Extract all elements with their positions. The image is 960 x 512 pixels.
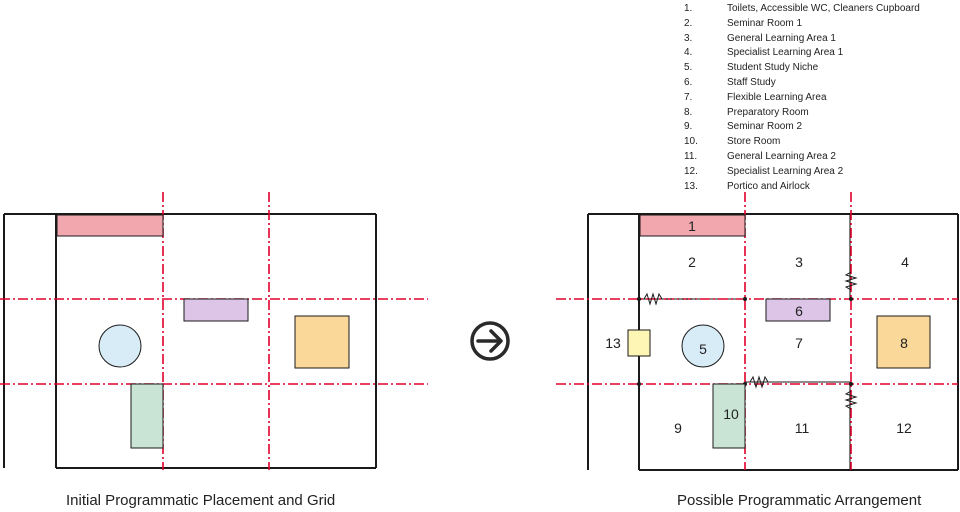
store-room — [712, 383, 746, 449]
right-building-outline — [587, 213, 959, 471]
operable-wall-symbols — [643, 271, 858, 410]
legend-label: Specialist Learning Area 1 — [727, 47, 844, 59]
legend-item: 13. Portico and Airlock — [684, 180, 920, 195]
room-number-6: 6 — [795, 303, 803, 319]
legend-label: General Learning Area 2 — [727, 150, 836, 162]
portico-room — [627, 329, 651, 357]
room-number-11: 11 — [795, 420, 810, 436]
legend-item: 5. Student Study Niche — [684, 61, 920, 76]
legend-label: Staff Study — [727, 76, 776, 88]
prep-room — [876, 315, 931, 369]
legend-number: 7. — [684, 91, 693, 103]
initial-placement-plan — [0, 192, 428, 470]
study-niche-room — [681, 324, 725, 368]
operable-wall-4 — [844, 390, 858, 410]
legend-item: 10. Store Room — [684, 135, 920, 150]
room-number-2: 2 — [688, 254, 696, 270]
legend-number: 12. — [684, 165, 698, 177]
legend-number: 8. — [684, 106, 693, 118]
legend-number: 10. — [684, 136, 698, 148]
legend-label: Portico and Airlock — [727, 180, 810, 192]
legend-number: 6. — [684, 76, 693, 88]
room-number-3: 3 — [795, 254, 803, 270]
operable-wall-1 — [643, 292, 663, 306]
staff-study-room — [765, 298, 831, 322]
room-number-7: 7 — [795, 335, 803, 351]
legend-label: Store Room — [727, 136, 781, 148]
legend-number: 9. — [684, 121, 693, 133]
room-number-10: 10 — [723, 406, 739, 422]
legend-item: 4. Specialist Learning Area 1 — [684, 46, 920, 61]
room-number-5: 5 — [699, 341, 707, 357]
operable-wall-2 — [844, 271, 858, 291]
room-number-13: 13 — [605, 335, 621, 351]
room-number-9: 9 — [674, 420, 682, 436]
left-building-outline — [3, 213, 377, 469]
initial-placement-caption: Initial Programmatic Placement and Grid — [66, 492, 336, 509]
study-niche-block — [98, 324, 142, 368]
room-number-12: 12 — [896, 420, 912, 436]
legend-label: Student Study Niche — [727, 62, 819, 74]
left-grid-lines — [0, 192, 428, 470]
legend-label: Specialist Learning Area 2 — [727, 165, 844, 177]
legend-item: 7. Flexible Learning Area — [684, 91, 920, 106]
legend-item: 12. Specialist Learning Area 2 — [684, 165, 920, 180]
legend-label: Toilets, Accessible WC, Cleaners Cupboar… — [727, 3, 920, 14]
legend-number: 13. — [684, 180, 698, 192]
legend-item: 9. Seminar Room 2 — [684, 120, 920, 135]
legend-number: 11. — [684, 150, 698, 162]
possible-arrangement-plan: 1 2 3 4 6 13 5 7 8 10 9 11 12 — [556, 192, 959, 471]
legend-label: General Learning Area 1 — [727, 32, 836, 44]
legend-number: 1. — [684, 3, 693, 14]
toilets-block — [56, 214, 164, 237]
prep-room-block — [294, 315, 350, 369]
circled-right-arrow-icon — [470, 321, 510, 361]
legend-number: 4. — [684, 47, 693, 59]
legend-item: 2. Seminar Room 1 — [684, 17, 920, 32]
legend-number: 2. — [684, 17, 693, 29]
legend-item: 6. Staff Study — [684, 76, 920, 91]
room-number-1: 1 — [688, 218, 696, 234]
legend-item: 8. Preparatory Room — [684, 106, 920, 121]
legend-number: 5. — [684, 62, 693, 74]
room-number-8: 8 — [900, 335, 908, 351]
legend-label: Preparatory Room — [727, 106, 809, 118]
legend-label: Flexible Learning Area — [727, 91, 827, 103]
staff-study-block — [183, 298, 249, 322]
legend-label: Seminar Room 1 — [727, 17, 803, 29]
toilets-room — [639, 214, 746, 237]
room-number-4: 4 — [901, 254, 909, 270]
legend-item: 1. Toilets, Accessible WC, Cleaners Cupbo… — [684, 2, 920, 17]
operable-wall-3 — [749, 375, 769, 389]
store-room-block — [130, 383, 164, 449]
legend-item: 11. General Learning Area 2 — [684, 150, 920, 165]
legend-item: 3. General Learning Area 1 — [684, 32, 920, 47]
possible-arrangement-caption: Possible Programmatic Arrangement — [677, 492, 922, 509]
room-legend: 1. Toilets, Accessible WC, Cleaners Cupbo… — [684, 2, 920, 194]
legend-number: 3. — [684, 32, 693, 44]
legend-label: Seminar Room 2 — [727, 121, 803, 133]
